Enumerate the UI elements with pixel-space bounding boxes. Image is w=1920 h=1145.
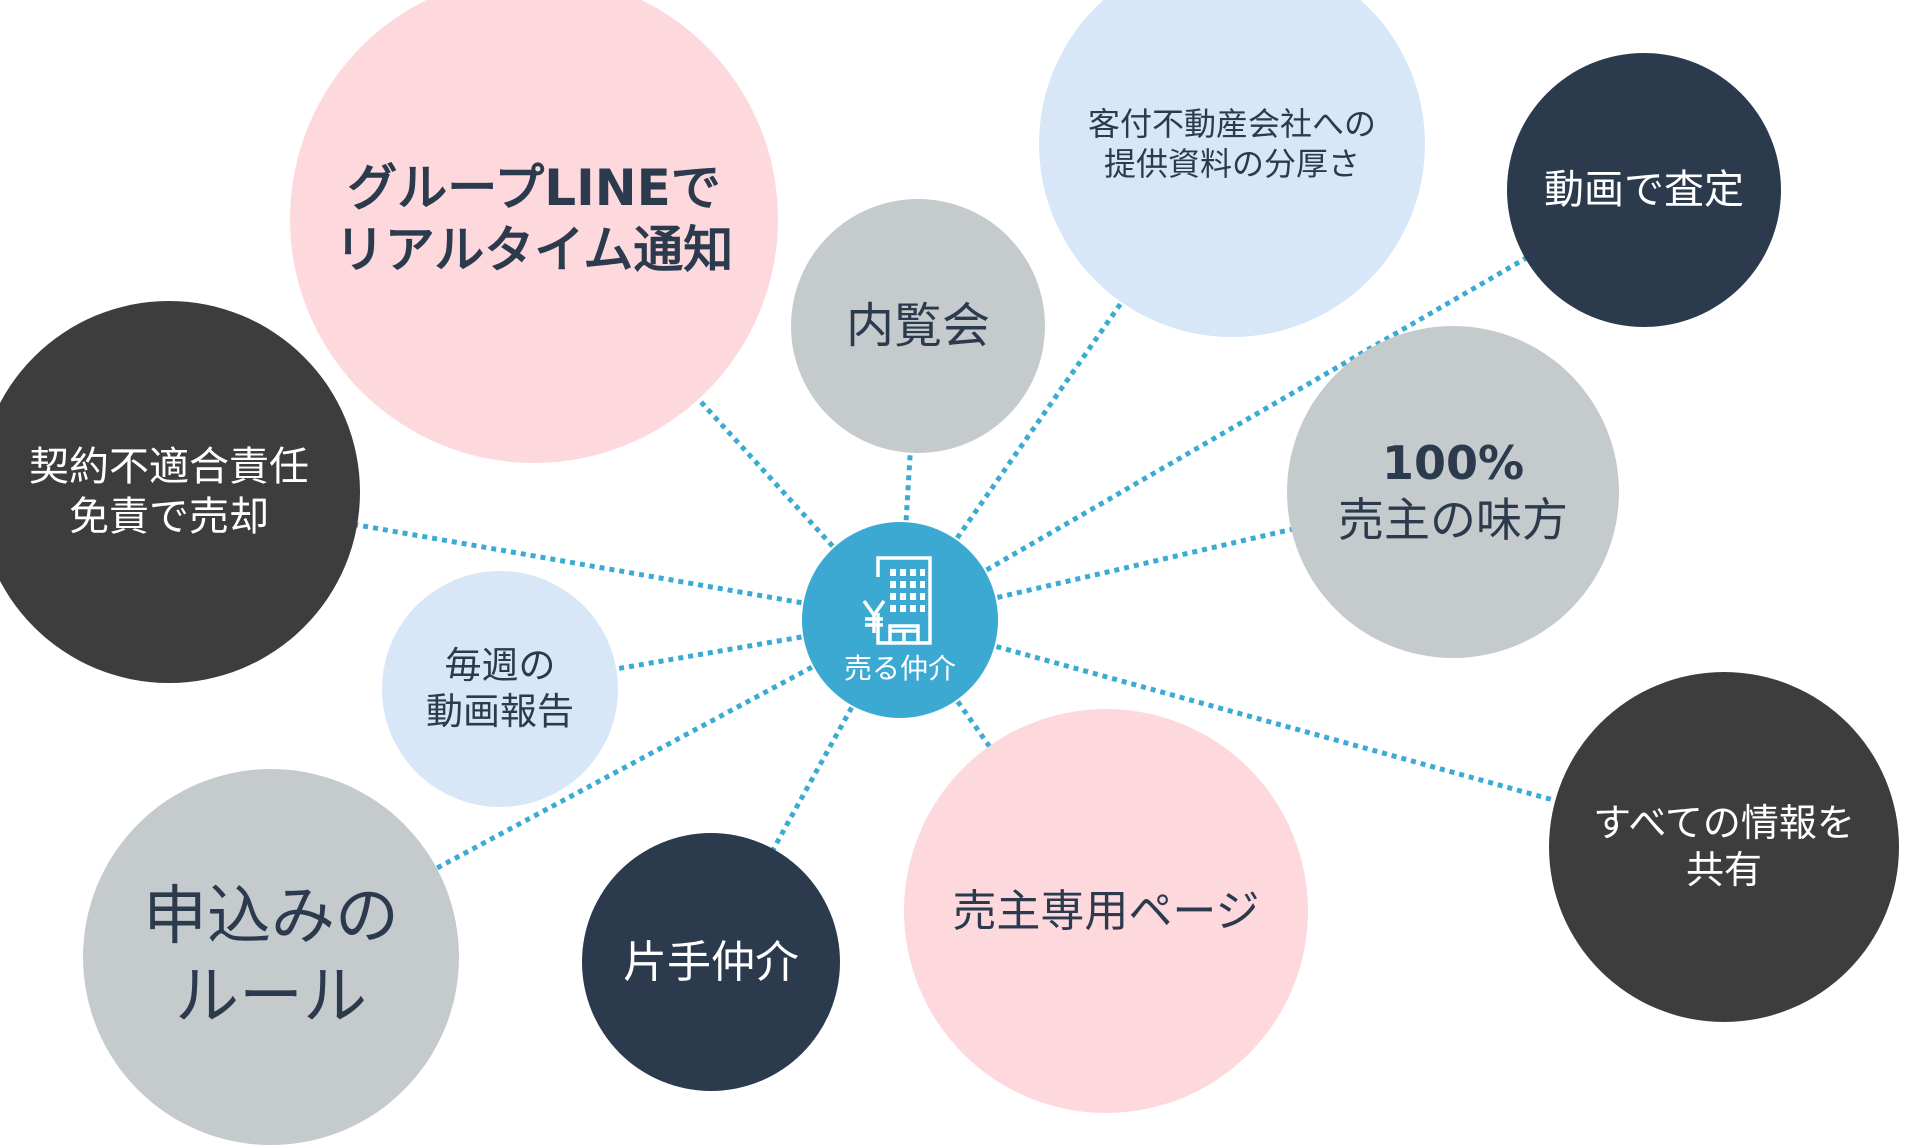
node-application-rules: 申込みの ルール <box>83 769 459 1145</box>
node-seller-side: 100%売主の味方 <box>1287 326 1619 658</box>
node-label: 契約不適合責任 免責で売却 <box>29 444 309 540</box>
node-label: すべての情報を 共有 <box>1593 800 1855 893</box>
node-weekly-video: 毎週の 動画報告 <box>382 571 618 807</box>
node-share-info: すべての情報を 共有 <box>1549 672 1899 1022</box>
node-label: 毎週の 動画報告 <box>426 643 574 733</box>
connector-line <box>168 489 901 623</box>
node-agent-materials: 客付不動産会社への 提供資料の分厚さ <box>1039 0 1425 337</box>
node-label: 申込みの ルール <box>143 880 399 1034</box>
node-label: 内覧会 <box>845 298 990 354</box>
node-title: 100% <box>1381 435 1525 490</box>
node-liability-exemption: 契約不適合責任 免責で売却 <box>0 301 360 683</box>
hub-label: 売る仲介 <box>843 651 956 685</box>
node-label: 売主専用ページ <box>952 885 1260 937</box>
node-video-appraisal: 動画で査定 <box>1507 53 1781 327</box>
node-label: 売主の味方 <box>1338 493 1568 547</box>
node-single-agency: 片手仲介 <box>582 833 840 1091</box>
node-label: 片手仲介 <box>623 936 799 988</box>
node-open-house: 内覧会 <box>791 199 1045 453</box>
node-label: 客付不動産会社への 提供資料の分厚さ <box>1087 105 1376 183</box>
building-yen-icon <box>862 555 932 645</box>
node-seller-page: 売主専用ページ <box>904 709 1308 1113</box>
node-group-line: グループLINEで リアルタイム通知 <box>290 0 778 463</box>
node-label: 動画で査定 <box>1544 167 1744 213</box>
connector-line <box>898 187 1646 623</box>
hub-node: 売る仲介 <box>802 522 998 718</box>
connector-line <box>499 617 901 692</box>
node-label: グループLINEで リアルタイム通知 <box>334 158 734 280</box>
